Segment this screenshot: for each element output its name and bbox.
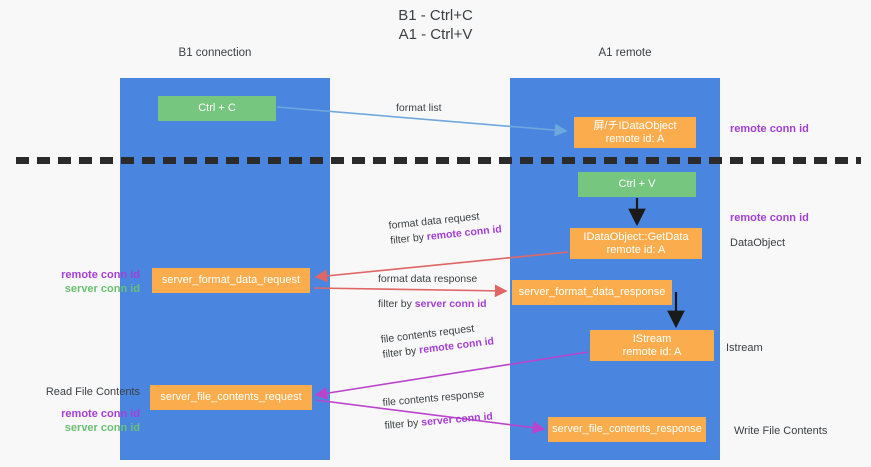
annotation-right-istream: Istream	[726, 342, 763, 354]
node-server-format-data-request[interactable]: server_format_data_request	[152, 268, 310, 293]
label-file-contents-response-line1: file contents response	[382, 388, 485, 409]
label-format-data-response-line1: format data response	[378, 273, 478, 285]
diagram-title: B1 - Ctrl+C A1 - Ctrl+V	[398, 7, 473, 43]
annotation-right-remote-conn-id-mid: remote conn id	[730, 212, 809, 224]
filter-prefix: filter by	[389, 231, 428, 247]
column-header-b1: B1 connection	[178, 47, 252, 59]
label-format-data-response: format data response filter by server co…	[378, 272, 487, 312]
column-header-a1: A1 remote	[598, 47, 652, 59]
node-idataobject-getdata[interactable]: IDataObject::GetData remote id: A	[570, 228, 702, 259]
label-format-list: format list	[396, 102, 442, 114]
annotation-read-file-contents-group: Read File Contents remote conn id server…	[20, 385, 140, 435]
node-idataobject[interactable]: 屏/チIDataObject remote id: A	[574, 117, 696, 148]
node-ctrl-v[interactable]: Ctrl + V	[578, 172, 696, 197]
node-istream[interactable]: IStream remote id: A	[590, 330, 714, 361]
annotation-read-remote-conn-id: remote conn id	[61, 408, 140, 420]
filter-prefix: filter by	[378, 298, 415, 310]
annotation-right-write-file-contents: Write File Contents	[734, 425, 828, 437]
annotation-read-server-conn-id: server conn id	[64, 422, 140, 434]
annotation-left-conn-ids: remote conn id server conn id	[20, 268, 140, 296]
filter-key-server-conn-id: server conn id	[414, 298, 487, 310]
annotation-right-dataobject: DataObject	[730, 237, 786, 249]
node-server-file-contents-request[interactable]: server_file_contents_request	[150, 385, 312, 410]
node-server-file-contents-response[interactable]: server_file_contents_response	[548, 417, 706, 442]
annotation-left-remote-conn-id: remote conn id	[61, 269, 140, 281]
node-ctrl-c[interactable]: Ctrl + C	[158, 96, 276, 121]
label-file-contents-response: file contents response filter by server …	[382, 387, 493, 434]
annotation-right-remote-conn-id-top: remote conn id	[730, 123, 809, 135]
filter-prefix: filter by	[384, 416, 422, 432]
label-format-data-response-filter: filter by server conn id	[378, 297, 487, 312]
filter-prefix: filter by	[381, 344, 420, 361]
label-file-contents-request: file contents request filter by remote c…	[380, 319, 495, 362]
label-format-data-request: format data request filter by remote con…	[388, 207, 503, 249]
annotation-read-file-contents: Read File Contents	[45, 386, 140, 398]
filter-key-server-conn-id: server conn id	[420, 410, 494, 429]
label-file-contents-response-filter: filter by server conn id	[384, 409, 493, 433]
divider-dashed-line	[16, 157, 861, 164]
annotation-left-server-conn-id: server conn id	[64, 283, 140, 295]
node-server-format-data-response[interactable]: server_format_data_response	[512, 280, 672, 305]
